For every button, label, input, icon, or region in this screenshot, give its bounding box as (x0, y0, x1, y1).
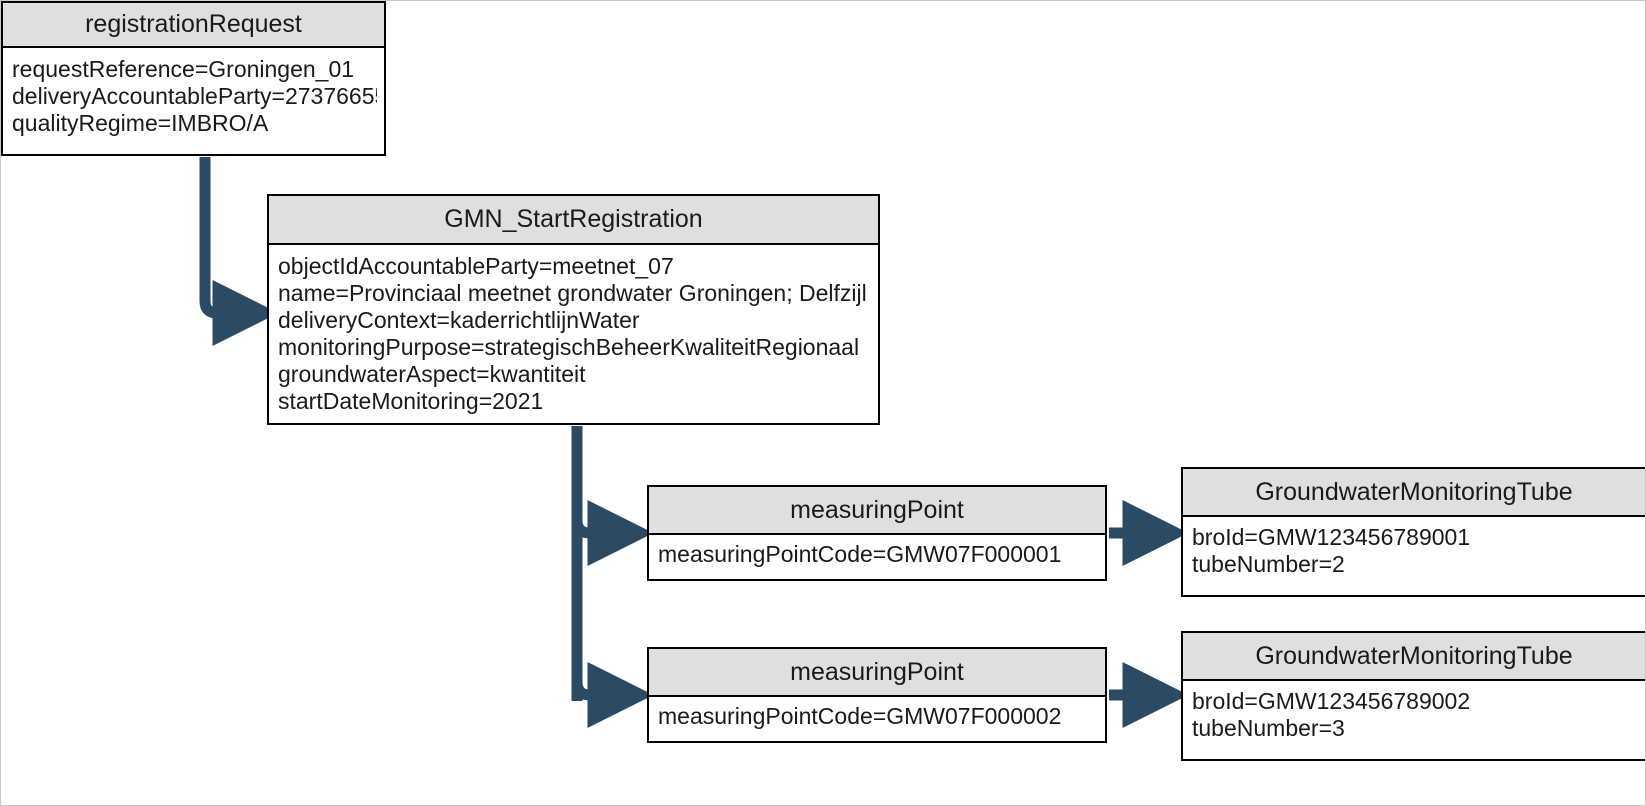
attribute-line: tubeNumber=2 (1192, 551, 1345, 577)
attribute-line: deliveryContext=kaderrichtlijnWater (278, 307, 640, 333)
connector-registrationRequest-to-gmnStartRegistration (199, 157, 279, 346)
attribute-line: qualityRegime=IMBRO/A (12, 110, 269, 136)
attribute-line: broId=GMW123456789002 (1192, 688, 1471, 714)
attribute-line: objectIdAccountableParty=meetnet_07 (278, 253, 674, 279)
attribute-line: monitoringPurpose=strategischBeheerKwali… (278, 334, 860, 360)
uml-box-attributes: objectIdAccountableParty=meetnet_07 name… (269, 245, 878, 423)
uml-box-attributes: broId=GMW123456789001 tubeNumber=2 (1183, 517, 1645, 595)
uml-box-title: GroundwaterMonitoringTube (1183, 469, 1645, 517)
uml-box-title: measuringPoint (649, 649, 1105, 697)
uml-box-groundwater-monitoring-tube-1[interactable]: GroundwaterMonitoringTube broId=GMW12345… (1181, 467, 1645, 597)
uml-box-title: GroundwaterMonitoringTube (1183, 633, 1645, 681)
attribute-line: name=Provinciaal meetnet grondwater Gron… (278, 280, 867, 306)
attribute-line: measuringPointCode=GMW07F000001 (658, 541, 1062, 567)
uml-box-measuring-point-2[interactable]: measuringPoint measuringPointCode=GMW07F… (647, 647, 1107, 743)
uml-box-attributes: measuringPointCode=GMW07F000001 (649, 535, 1105, 579)
attribute-line: startDateMonitoring=2021 (278, 388, 544, 414)
uml-box-groundwater-monitoring-tube-2[interactable]: GroundwaterMonitoringTube broId=GMW12345… (1181, 631, 1645, 761)
attribute-line: measuringPointCode=GMW07F000002 (658, 703, 1062, 729)
attribute-line: requestReference=Groningen_01 (12, 56, 355, 82)
uml-box-attributes: requestReference=Groningen_01 deliveryAc… (3, 48, 384, 154)
attribute-line: broId=GMW123456789001 (1192, 524, 1471, 550)
uml-box-title: registrationRequest (3, 3, 384, 48)
uml-box-title: GMN_StartRegistration (269, 196, 878, 245)
uml-box-gmn-start-registration[interactable]: GMN_StartRegistration objectIdAccountabl… (267, 194, 880, 425)
uml-box-attributes: measuringPointCode=GMW07F000002 (649, 697, 1105, 741)
attribute-line: deliveryAccountableParty=27376655 (12, 83, 377, 109)
uml-box-title: measuringPoint (649, 487, 1105, 535)
connector-gmnStartRegistration-to-measuringPoint1 (571, 500, 654, 566)
attribute-line: tubeNumber=3 (1192, 715, 1345, 741)
connector-gmnStartRegistration-to-measuringPoint2 (571, 662, 654, 728)
uml-box-registration-request[interactable]: registrationRequest requestReference=Gro… (1, 1, 386, 156)
attribute-line: groundwaterAspect=kwantiteit (278, 361, 586, 387)
uml-box-attributes: broId=GMW123456789002 tubeNumber=3 (1183, 681, 1645, 759)
uml-box-measuring-point-1[interactable]: measuringPoint measuringPointCode=GMW07F… (647, 485, 1107, 581)
